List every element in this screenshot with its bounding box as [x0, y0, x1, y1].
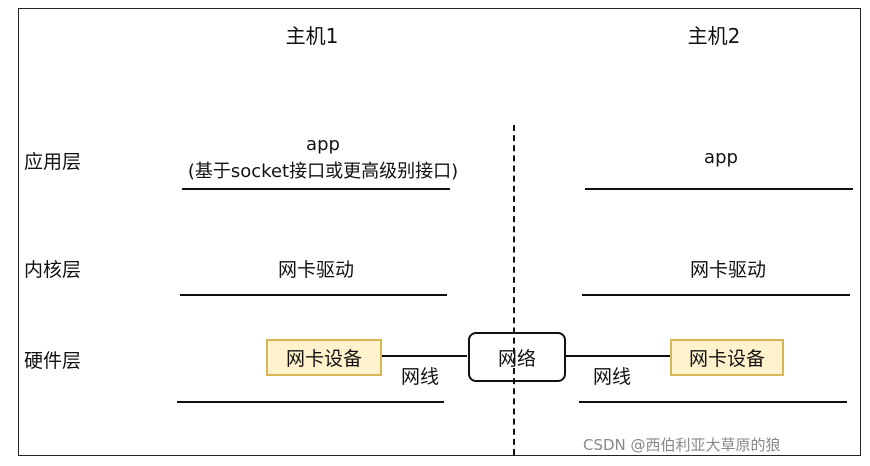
host2-nic-device-label: 网卡设备: [688, 348, 765, 370]
host2-app-line: [585, 188, 853, 190]
layer-label-app: 应用层: [24, 151, 82, 173]
watermark: CSDN @西伯利亚大草原的狼: [583, 436, 781, 454]
host1-title: 主机1: [285, 24, 339, 48]
host1-cable-line: [382, 355, 467, 357]
host2-cable-line: [566, 355, 670, 357]
host2-hardware-line: [579, 401, 847, 403]
host1-app-note: (基于socket接口或更高级别接口): [187, 161, 459, 182]
host2-kernel-line: [582, 294, 850, 296]
host2-nic-device: 网卡设备: [670, 339, 784, 376]
host1-cable-label: 网线: [401, 366, 440, 388]
host1-app-line: [182, 188, 450, 190]
network-node: 网络: [468, 332, 566, 382]
layer-label-kernel: 内核层: [24, 259, 82, 281]
layer-label-hardware: 硬件层: [24, 350, 82, 372]
host2-app-label: app: [704, 147, 738, 168]
host1-driver-label: 网卡驱动: [277, 259, 355, 281]
host1-nic-device-label: 网卡设备: [285, 348, 362, 370]
host1-kernel-line: [180, 294, 447, 296]
host2-cable-label: 网线: [593, 366, 632, 388]
diagram-frame: [18, 8, 861, 456]
host1-hardware-line: [177, 401, 444, 403]
host1-app-label: app: [306, 134, 340, 155]
host-separator-dashed-line: [513, 125, 515, 455]
network-label: 网络: [497, 347, 536, 370]
host2-title: 主机2: [687, 24, 741, 48]
host2-driver-label: 网卡驱动: [689, 259, 767, 281]
host1-nic-device: 网卡设备: [266, 339, 382, 376]
